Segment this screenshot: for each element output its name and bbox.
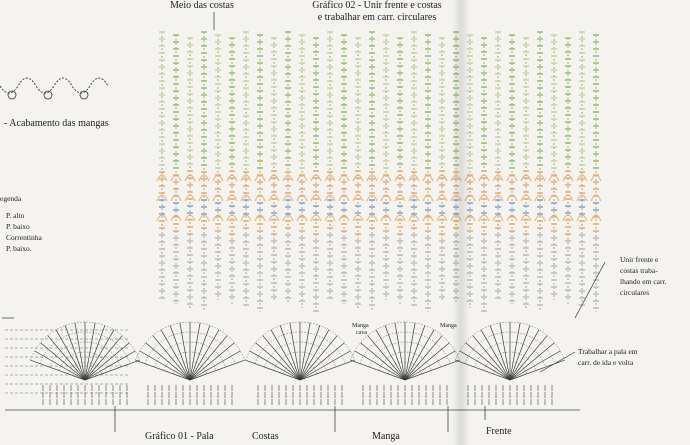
- stitch-column: [296, 34, 308, 308]
- stitch-column: [562, 37, 574, 304]
- label-meio-das-costas: Meio das costas: [170, 0, 234, 11]
- stitch-column: [394, 37, 406, 304]
- label-manga-cava-1: Manga: [352, 323, 369, 329]
- label-acabamento-das-mangas: - Acabamento das mangas: [4, 118, 109, 129]
- legend-item: P. baixo.: [6, 244, 32, 253]
- label-grafico-02-line2: e trabalhar em carr. circulares: [317, 12, 437, 23]
- label-grafico-01-pala: Gráfico 01 - Pala: [145, 431, 214, 442]
- fan-motif: [135, 321, 245, 405]
- stitch-column: [254, 34, 266, 312]
- stitch-column: [408, 31, 420, 308]
- stitch-column: [464, 34, 476, 308]
- acabamento-das-mangas-motif: [0, 77, 109, 100]
- legend-item: Correntinha: [6, 233, 42, 242]
- stitch-column: [240, 31, 252, 308]
- picot: [43, 90, 53, 100]
- stitch-column: [282, 31, 294, 304]
- stitch-column: [450, 31, 462, 304]
- stitch-column: [366, 31, 378, 312]
- fan-motif: [245, 321, 355, 405]
- legend-item: P. alto: [6, 211, 25, 220]
- stitch-column: [422, 34, 434, 312]
- stitch-column: [520, 37, 532, 308]
- stitch-column: [170, 34, 182, 304]
- legend-item: P. baixo: [6, 222, 30, 231]
- label-unir-line1: Unir frente e: [620, 255, 659, 264]
- label-manga-small: Manga: [440, 323, 457, 329]
- fan-motif: [350, 321, 460, 405]
- edging-wave: [0, 77, 109, 94]
- stitch-column: [590, 34, 602, 312]
- stitch-column: [198, 31, 210, 312]
- guide-lines: [2, 12, 606, 432]
- fan-motif: [30, 321, 140, 405]
- stitch-column: [310, 37, 322, 312]
- stitch-column: [212, 34, 224, 300]
- label-frente: Frente: [486, 426, 512, 437]
- label-grafico-02-line1: Gráfico 02 - Unir frente e costas: [312, 0, 442, 11]
- stitch-column: [268, 37, 280, 300]
- stitch-column: [338, 34, 350, 304]
- stitch-column: [156, 31, 168, 300]
- stitch-column: [226, 37, 238, 304]
- stitch-column: [506, 34, 518, 304]
- label-costas: Costas: [252, 431, 279, 442]
- pointer-unir-frente: [574, 261, 606, 319]
- label-unir-line2: costas traba-: [620, 266, 658, 275]
- stitch-column: [436, 37, 448, 300]
- stitch-column: [534, 31, 546, 312]
- pointer-trabalhar: [539, 351, 576, 373]
- stitch-column: [380, 34, 392, 300]
- picot: [7, 90, 17, 100]
- label-trabalhar-line2: carr. de ida e volta: [578, 358, 634, 367]
- label-unir-line3: lhando em carr.: [620, 277, 667, 286]
- stitch-column: [184, 37, 196, 308]
- stitch-column: [492, 31, 504, 300]
- stitch-column: [478, 37, 490, 312]
- label-manga-cava-2: cava: [356, 330, 367, 336]
- picot: [79, 90, 89, 100]
- label-unir-line4: circulares: [620, 288, 650, 297]
- stitch-column: [324, 31, 336, 300]
- fan-motif: [455, 321, 565, 405]
- stitch-column: [548, 34, 560, 300]
- label-trabalhar-line1: Trabalhar a pala em: [578, 347, 638, 356]
- grafico-02-columns: [156, 31, 602, 312]
- stitch-column: [352, 37, 364, 308]
- legend-title: egenda: [0, 194, 22, 203]
- stitch-column: [576, 31, 588, 308]
- label-manga: Manga: [372, 431, 400, 442]
- grafico-01-fans: [5, 321, 565, 405]
